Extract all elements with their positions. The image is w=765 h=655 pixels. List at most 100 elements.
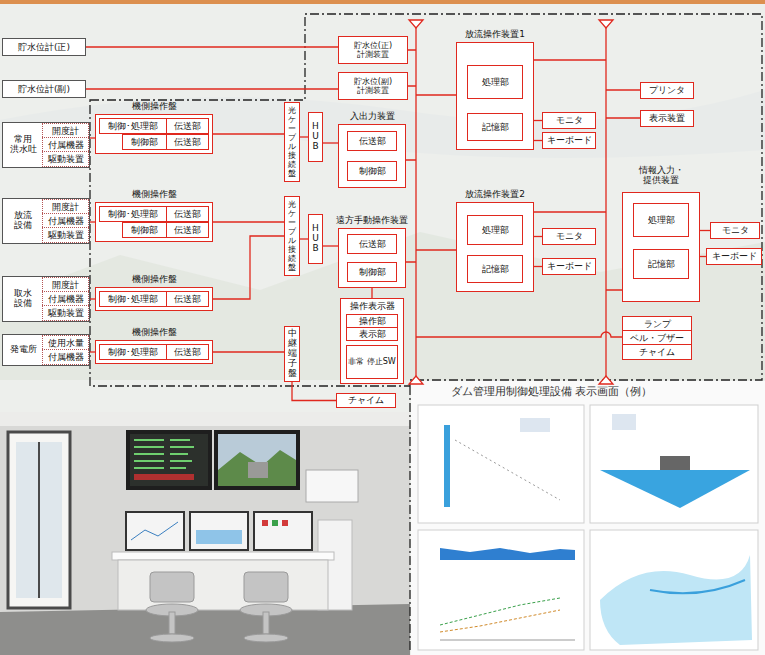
dash-dot-boundary bbox=[90, 14, 762, 653]
screen-examples bbox=[418, 530, 584, 650]
node-text: 処理部 bbox=[482, 77, 509, 87]
node-text: 伝送部 bbox=[174, 225, 201, 235]
control-room-photo bbox=[282, 520, 288, 526]
node-heading: 発電所 bbox=[8, 344, 38, 354]
unit-box: 制御･処理部 bbox=[99, 206, 167, 222]
screen-examples bbox=[612, 414, 636, 430]
node-text: 開度計 bbox=[52, 202, 79, 212]
node-heading: 機側操作盤 bbox=[122, 274, 186, 284]
node-text: 記憶部 bbox=[648, 259, 675, 269]
node-text: 光ケーブル接続盤 bbox=[288, 200, 296, 271]
unit-box: 伝送部 bbox=[166, 206, 209, 222]
connector bbox=[323, 245, 338, 246]
unit-box: 伝送部 bbox=[166, 344, 209, 360]
control-room-photo bbox=[306, 470, 358, 502]
node-text: 付属機器 bbox=[48, 140, 84, 150]
node-text: モニタ bbox=[556, 115, 583, 125]
bus-lines bbox=[416, 28, 606, 376]
control-room-photo bbox=[16, 442, 62, 598]
control-room-photo bbox=[150, 634, 194, 642]
node-text: 使用水量 bbox=[48, 338, 84, 348]
node-text: チャイム bbox=[348, 395, 384, 405]
node-text: 貯水位(副) 計測装置 bbox=[339, 77, 407, 96]
node-text: 伝送部 bbox=[174, 209, 201, 219]
node-text: 伝送部 bbox=[359, 136, 386, 146]
screen-examples bbox=[440, 610, 560, 632]
sensor-box: 貯水位計(副) bbox=[2, 80, 86, 98]
bus-lines bbox=[404, 50, 640, 337]
unit-box: 制御部 bbox=[347, 161, 397, 181]
control-room-photo bbox=[218, 434, 296, 486]
top-band bbox=[0, 0, 765, 4]
equipment-cell: 駆動装置 bbox=[42, 151, 89, 167]
unit-box: モニタ bbox=[542, 112, 596, 129]
connector bbox=[86, 46, 338, 47]
node-text: 制御･処理部 bbox=[108, 209, 158, 219]
equipment-frame: 機側操作盤制御･処理部伝送部制御部伝送部 bbox=[95, 202, 213, 242]
unit-box: 表示部 bbox=[346, 327, 398, 341]
connector bbox=[323, 142, 338, 143]
node-text: 貯水位計(副) bbox=[18, 84, 70, 94]
unit-box: 制御部 bbox=[122, 134, 167, 150]
connector bbox=[534, 266, 542, 267]
screen-examples bbox=[411, 381, 765, 655]
node-heading: 遠方手動操作装置 bbox=[332, 215, 412, 225]
unit-box: キーボード bbox=[542, 258, 596, 275]
node-text: モニタ bbox=[556, 231, 583, 241]
connector bbox=[534, 140, 542, 141]
connector bbox=[213, 351, 284, 352]
equipment-cell: 駆動装置 bbox=[42, 227, 89, 243]
control-room-photo bbox=[134, 460, 164, 462]
control-room-photo bbox=[196, 530, 242, 544]
node-text: ランプ bbox=[644, 319, 671, 329]
control-room-photo bbox=[134, 446, 164, 448]
unit-box: 記憶部 bbox=[467, 113, 523, 141]
node-text: 貯水位(正) 計測装置 bbox=[339, 41, 407, 60]
node-text: 記憶部 bbox=[482, 122, 509, 132]
node-text: 開度計 bbox=[52, 126, 79, 136]
unit-box: 貯水位(副) 計測装置 bbox=[338, 72, 408, 100]
control-room-photo bbox=[190, 512, 248, 550]
node-text: 伝送部 bbox=[174, 137, 201, 147]
screen-examples bbox=[600, 470, 750, 508]
control-room-photo bbox=[170, 453, 188, 455]
unit-box: 制御部 bbox=[122, 222, 167, 238]
equipment-frame: 入出力装置伝送部制御部 bbox=[338, 124, 406, 188]
node-text: チャイム bbox=[639, 347, 675, 357]
connector bbox=[534, 236, 542, 237]
control-room-photo bbox=[263, 612, 269, 634]
unit-box: モニタ bbox=[710, 222, 760, 239]
unit-box: 制御･処理部 bbox=[99, 344, 167, 360]
control-room-photo bbox=[131, 522, 178, 540]
node-heading: 機側操作盤 bbox=[122, 327, 186, 337]
unit-box: 制御･処理部 bbox=[99, 291, 167, 307]
connector bbox=[534, 120, 542, 121]
control-room-photo bbox=[130, 434, 208, 486]
control-room-photo bbox=[134, 467, 164, 469]
screen-examples bbox=[440, 640, 575, 641]
unit-box: キーボード bbox=[706, 248, 762, 265]
control-room-photo bbox=[0, 604, 410, 655]
unit-box: 伝送部 bbox=[166, 291, 209, 307]
node-text: HUB bbox=[311, 122, 320, 152]
equipment-frame: 情報入力・ 提供装置処理部記憶部 bbox=[622, 192, 700, 302]
node-text: プリンタ bbox=[649, 85, 685, 95]
control-room-photo bbox=[0, 412, 410, 655]
node-text: 制御部 bbox=[359, 267, 386, 277]
node-text: 制御･処理部 bbox=[108, 121, 158, 131]
node-text: 記憶部 bbox=[482, 264, 509, 274]
node-text: 伝送部 bbox=[174, 121, 201, 131]
node-heading: 機側操作盤 bbox=[122, 101, 186, 111]
node-text: 駆動装置 bbox=[48, 230, 84, 240]
node-text: キーボード bbox=[712, 251, 757, 261]
unit-box: プリンタ bbox=[640, 82, 694, 99]
node-text: 制御･処理部 bbox=[108, 347, 158, 357]
node-text: 制御部 bbox=[131, 225, 158, 235]
equipment-frame: 放流操作装置1処理部記憶部 bbox=[456, 42, 534, 150]
faint-landscape bbox=[0, 90, 765, 380]
node-text: 伝送部 bbox=[174, 347, 201, 357]
unit-box: 制御部 bbox=[347, 262, 397, 282]
screen-examples bbox=[600, 555, 752, 645]
unit-box: 非常 停止SW bbox=[346, 345, 398, 379]
